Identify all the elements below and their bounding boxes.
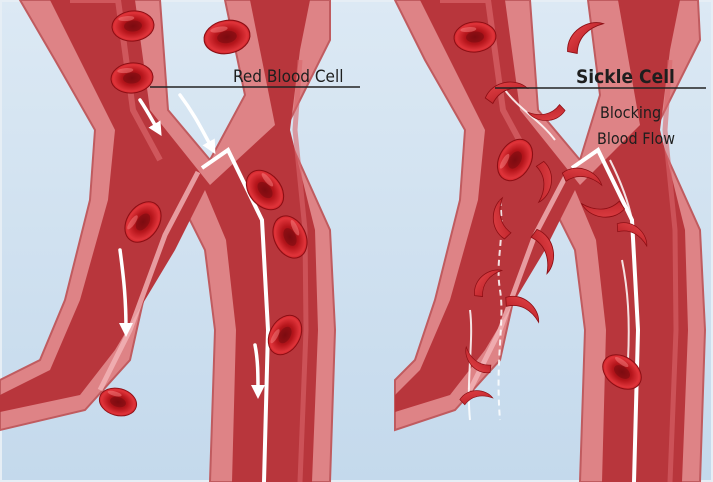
blocking-label: Blocking — [600, 103, 661, 122]
blood-flow-label: Blood Flow — [597, 129, 675, 148]
red-blood-cell-label: Red Blood Cell — [233, 67, 343, 87]
sickle-cell-label: Sickle Cell — [576, 66, 675, 88]
